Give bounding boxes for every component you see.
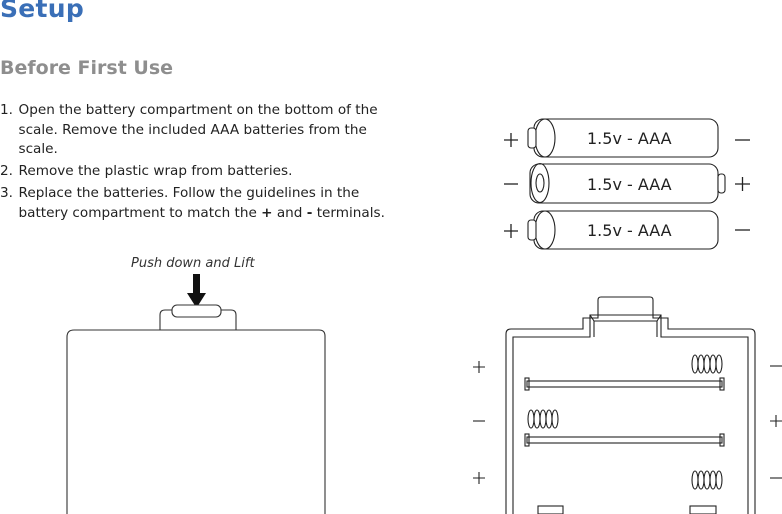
plus-symbol: + xyxy=(261,204,273,221)
step-text: Open the battery compartment on the bott… xyxy=(18,102,378,157)
page-title: Setup xyxy=(0,0,85,23)
battery-3 xyxy=(527,210,719,250)
battery-3-label: 1.5v - AAA xyxy=(587,221,672,240)
plus-icon xyxy=(770,415,782,427)
instruction-step-2: 2. Remove the plastic wrap from batterie… xyxy=(0,162,395,182)
step-text: Replace the batteries. Follow the guidel… xyxy=(18,185,360,221)
minus-symbol: - xyxy=(306,204,313,221)
step-text-and: and xyxy=(272,204,307,221)
down-arrow-icon xyxy=(187,274,206,308)
instruction-step-3: 3. Replace the batteries. Follow the gui… xyxy=(0,184,395,223)
step-text: Remove the plastic wrap from batteries. xyxy=(18,163,293,179)
battery-slot-2 xyxy=(524,433,725,447)
battery-1-label: 1.5v - AAA xyxy=(587,129,672,148)
battery-cover xyxy=(66,304,326,514)
instruction-step-1: 1. Open the battery compartment on the b… xyxy=(0,101,395,160)
battery-slot-1 xyxy=(524,377,725,391)
battery-2 xyxy=(529,162,726,204)
step-number: 3. xyxy=(0,185,13,201)
cover-caption: Push down and Lift xyxy=(131,256,255,271)
instruction-list: 1. Open the battery compartment on the b… xyxy=(0,101,395,226)
plus-icon xyxy=(735,177,750,191)
section-heading: Before First Use xyxy=(0,57,174,79)
battery-1 xyxy=(527,118,719,158)
plus-icon xyxy=(504,133,518,147)
step-text-end: terminals. xyxy=(312,204,385,221)
spring-icon-3 xyxy=(691,470,723,490)
spring-icon-1 xyxy=(691,354,723,374)
plus-icon xyxy=(504,224,518,238)
plus-icon xyxy=(473,361,485,373)
battery-2-label: 1.5v - AAA xyxy=(587,175,672,194)
spring-icon-2 xyxy=(527,409,559,429)
step-number: 2. xyxy=(0,163,13,179)
plus-icon xyxy=(473,472,485,484)
step-number: 1. xyxy=(0,102,13,118)
